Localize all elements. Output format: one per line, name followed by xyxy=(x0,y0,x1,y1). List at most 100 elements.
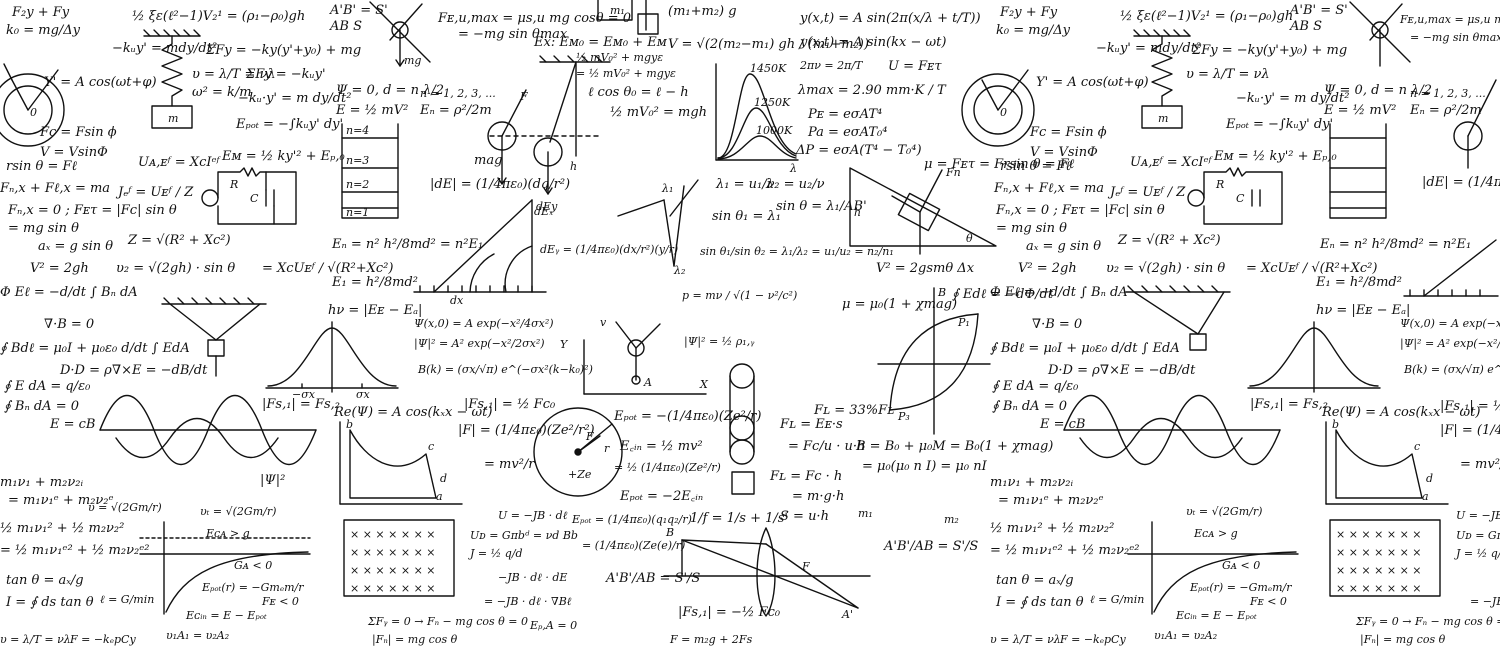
formula: Eₚ,A = 0 xyxy=(530,619,578,632)
formula: = ½ m₁ν₁ᵉ² + ½ m₂ν₂ᵉ² xyxy=(0,543,150,558)
svg-text:× × × × × × ×: × × × × × × × xyxy=(1336,582,1422,595)
formula: Fᴇ < 0 xyxy=(262,595,299,608)
formula: aₓ = g sin θ xyxy=(1026,239,1102,254)
formula: ΣFy = −kᵤy' xyxy=(246,67,326,82)
formula: Pa = eσAT₀⁴ xyxy=(808,125,888,140)
pulley-block-sketch xyxy=(597,0,659,35)
formula: J = ½ q/d xyxy=(1456,547,1500,560)
formula: ∇×E = −dB/dt xyxy=(1100,363,1196,378)
formula: Ψ = 0, d = n λ/2 xyxy=(1324,83,1432,98)
formula: ∇·B = 0 xyxy=(44,317,95,332)
formula: Ψ = 0, d = n λ/2 xyxy=(336,83,444,98)
formula: Ψ(x,0) = A exp(−x²/4σx²) xyxy=(1400,317,1500,330)
svg-text:F: F xyxy=(519,90,528,103)
formula: |Ψ|² = A² exp(−x²/2σx²) xyxy=(414,337,545,350)
formula: ∮ Bdℓ = μ₀I + μ₀ε₀ d/dt ∫ EdA xyxy=(0,341,190,356)
formula: hν = |Eᴇ − Eₐ| xyxy=(328,303,423,318)
formula: υ = λ/T = νλ xyxy=(192,67,276,82)
line-charge-field-sketch xyxy=(1403,239,1499,297)
formula: ω² = k/m xyxy=(192,85,252,100)
formula: m₁ xyxy=(610,4,625,17)
svg-text:d: d xyxy=(1426,472,1433,485)
svg-text:R: R xyxy=(1215,178,1224,191)
formula: (m₁+m₂) g xyxy=(668,4,737,19)
formula: Fₙ,x + Fℓ,x = ma xyxy=(994,181,1105,196)
formula: ½ mV₀² + mgyε xyxy=(576,51,664,64)
svg-text:1000K: 1000K xyxy=(756,124,793,137)
svg-text:A: A xyxy=(643,376,652,389)
svg-text:λ₁: λ₁ xyxy=(661,182,673,195)
svg-text:× × × × × × ×: × × × × × × × xyxy=(350,564,436,577)
formula: υ = λ/T = νλ xyxy=(0,633,71,646)
energy-levels-sketch: n=4n=3n=2n=1 xyxy=(341,123,399,219)
svg-text:× × × × × × ×: × × × × × × × xyxy=(350,528,436,541)
svg-text:Fn: Fn xyxy=(945,166,961,179)
formula: Y' = A cos(ωt+φ) xyxy=(44,75,157,90)
svg-text:h: h xyxy=(570,160,577,173)
svg-text:P₁: P₁ xyxy=(957,316,970,329)
formula: ½ ξε(ℓ²−1)V₂¹ = (ρ₁−ρ₀)gh xyxy=(132,9,306,24)
formula: m₂ xyxy=(944,513,959,526)
energy-levels-sketch xyxy=(1329,123,1387,219)
formula: V = VsinΦ xyxy=(40,145,108,160)
formula: E₁ = h²/8md² xyxy=(1316,275,1402,290)
formula: y(x,t) = A sin(kx − ωt) xyxy=(800,35,947,50)
svg-text:R: R xyxy=(229,178,238,191)
formula: AB S xyxy=(330,19,362,34)
formula: V² = 2gsmθ Δx xyxy=(876,261,975,276)
formula: Eₚₒₜ = −∫kᵤy' dy' xyxy=(236,117,344,132)
formula: υ₁A₁ = υ₂A₂ xyxy=(1154,629,1218,642)
formula: sin θ₁ = λ₁ xyxy=(712,209,781,224)
formula: Pᴇ = eσAT⁴ xyxy=(808,107,883,122)
formula: A'B'/AB = S'/S xyxy=(884,539,979,554)
formula: ½ mV₀² = mgh xyxy=(610,105,708,120)
suspended-mass-sketch xyxy=(1125,285,1231,351)
formula: Fₙ,x = 0 ; Fᴇτ = |Fc| sin θ xyxy=(996,203,1165,218)
formula: Uᴀ,ᴇᶠ = XcIᵉᶠ xyxy=(138,155,220,170)
formula: |Fs,₁| = ½ Fc₀ xyxy=(464,397,556,412)
formula: Eᴍ = ½ ky'² + Eₚ,₀ xyxy=(1214,149,1337,164)
formula: n = 1, 2, 3, ... xyxy=(1410,87,1486,100)
formula: m₁ν₁ + m₂ν₂ᵢ xyxy=(0,475,84,490)
formula: = mv²/r xyxy=(484,457,535,472)
incline-force-sketch: mg xyxy=(369,1,431,67)
formula: |Ψ|² = A² exp(−x²/2σx²) xyxy=(1400,337,1500,350)
formula: Jₑᶠ = Uᴇᶠ / Z xyxy=(1110,185,1186,200)
formula: hν = |Eᴇ − Eₐ| xyxy=(1316,303,1411,318)
electromagnetic-wave-graph xyxy=(99,395,317,465)
formula: D·D = ρ xyxy=(1048,363,1100,378)
formula: = −JB · dℓ · ∇Bℓ xyxy=(484,595,572,608)
formula: Jₑᶠ = Uᴇᶠ / Z xyxy=(118,185,194,200)
formula: ∇·B = 0 xyxy=(1032,317,1083,332)
svg-text:B: B xyxy=(937,286,946,299)
formula: −kᵤy' = mdy/dt² xyxy=(1096,41,1202,56)
svg-text:b: b xyxy=(346,418,353,431)
formula: y(x,t) = A sin(2π(x/λ + t/T)) xyxy=(800,11,981,26)
formula: A'B' = S' xyxy=(1290,3,1348,18)
suspended-mass-sketch xyxy=(161,297,267,377)
formula: = (1/4πε₀)(Ze(e)/r) xyxy=(582,539,686,552)
formula: Φ Eℓ = −d/dt ∫ Bₙ dA xyxy=(990,285,1128,300)
formula: Eᴄᴀ > g xyxy=(206,527,250,540)
formula: = XcUᴇᶠ / √(R²+Xc²) xyxy=(262,261,394,276)
formula: ∮ E dA = q/ε₀ xyxy=(992,379,1079,394)
svg-text:v: v xyxy=(600,316,607,329)
svg-text:0: 0 xyxy=(1000,106,1007,119)
formula: υ₂ = √(2gh) · sin θ xyxy=(1106,261,1226,276)
formula: Eₙ = n² h²/8md² = n²E₁ xyxy=(1320,237,1472,252)
formula: = ½ mV₀² + mgyε xyxy=(576,67,676,80)
svg-text:c: c xyxy=(1414,440,1420,453)
formula: |Fₙ| = mg cos θ xyxy=(372,633,458,646)
formula: m₁ν₁ + m₂ν₂ᵢ xyxy=(990,475,1074,490)
formula: Eₚₒₜ = −2E꜀ᵢₙ xyxy=(620,489,704,504)
svg-text:−σx: −σx xyxy=(292,388,316,401)
svg-text:A': A' xyxy=(841,608,853,621)
formula: = XcUᴇᶠ / √(R²+Xc²) xyxy=(1246,261,1378,276)
formula: Eₚₒₜ = −(1/4πε₀)(Ze²/r) xyxy=(614,409,762,424)
formula: V² = 2gh xyxy=(30,261,89,276)
formula: E꜀ᵢₙ = ½ mv² xyxy=(620,439,703,454)
svg-text:× × × × × × ×: × × × × × × × xyxy=(1336,528,1422,541)
